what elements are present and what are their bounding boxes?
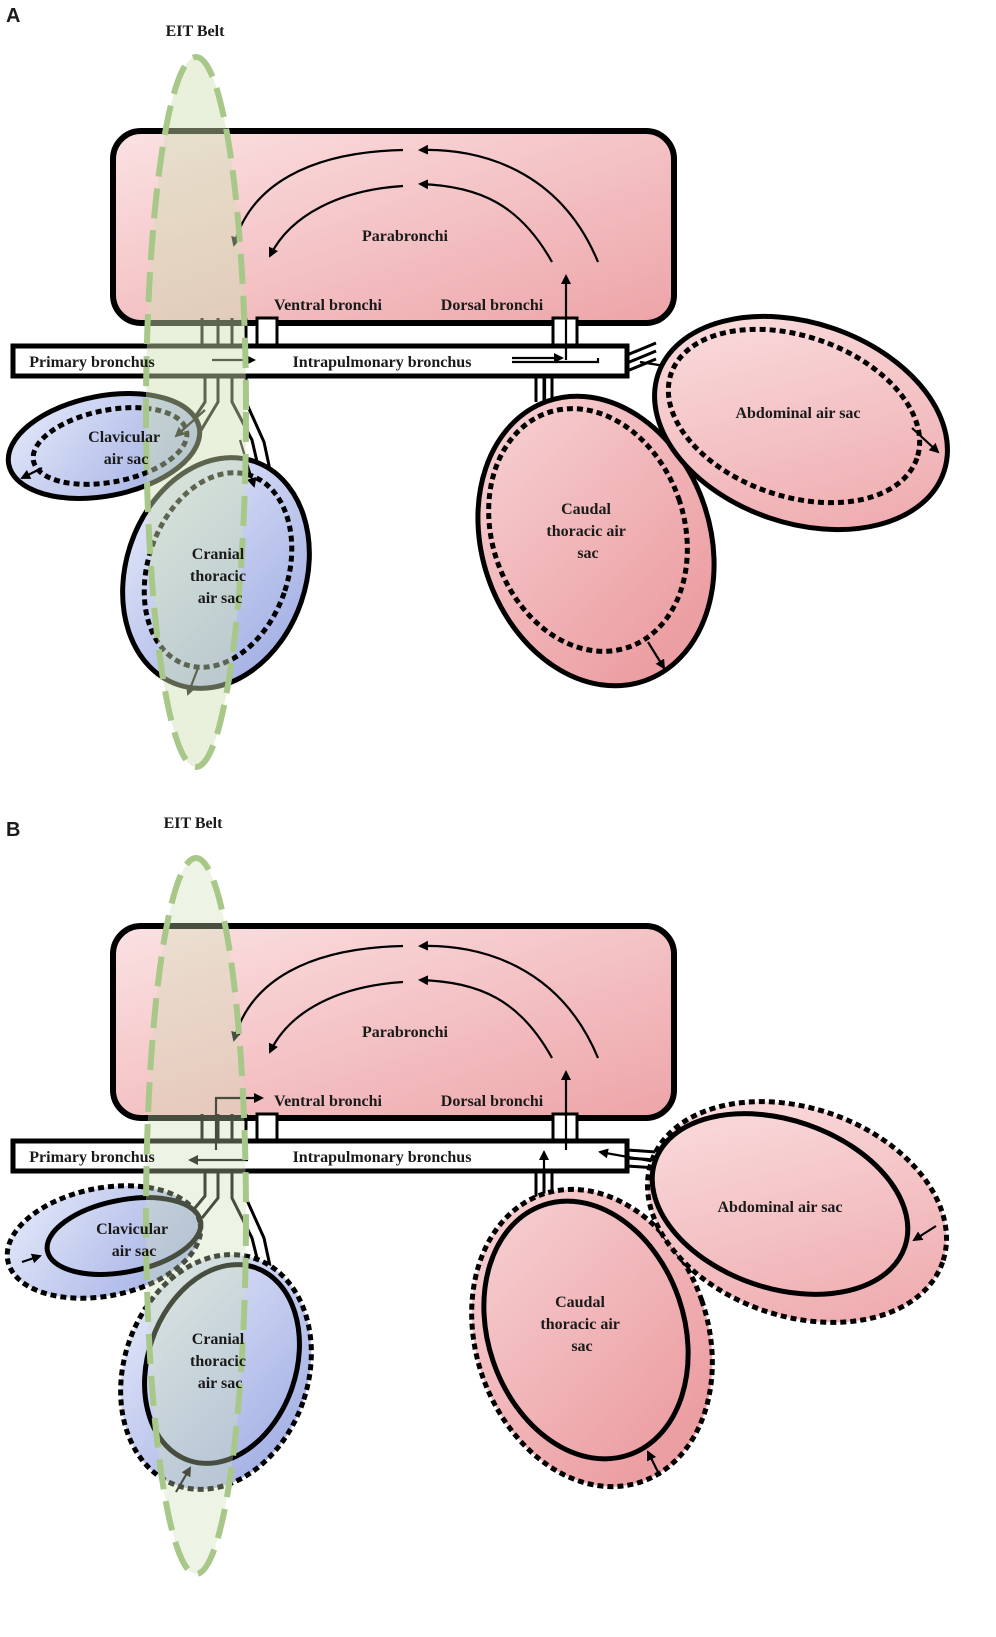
abdominal-connector — [626, 341, 657, 373]
caudal-thoracic-label-line: thoracic air — [546, 523, 625, 540]
ventral-bronchi-stub — [255, 1112, 279, 1143]
clavicular-label: Clavicular air sac — [96, 1221, 172, 1260]
caudal-thoracic-dashed-path — [486, 406, 690, 654]
abdominal-outflow-arrow — [911, 427, 940, 454]
parabronchi-flow-arrow — [231, 148, 404, 247]
eit-belt — [143, 54, 249, 770]
parabronchi-flow-arrow — [418, 179, 553, 263]
caudal-thoracic-label-line: Caudal — [561, 501, 611, 518]
ventral-bronchi-label: Ventral bronchi — [274, 1093, 383, 1110]
caudal-thoracic-label: Caudal thoracic air sac — [540, 1294, 623, 1355]
parabronchi-flow-arrow — [418, 975, 553, 1059]
cranial-thoracic-label-line: air sac — [198, 1375, 243, 1392]
ventral-bronchi-tube — [200, 318, 248, 346]
clavicular-label-line: Clavicular — [96, 1221, 168, 1238]
caudal-thoracic-label-line: thoracic air — [540, 1316, 619, 1333]
caudal-thoracic-air-sac — [469, 1186, 715, 1490]
caudal-outflow-arrow — [647, 641, 666, 670]
clavicular-label-line: air sac — [104, 451, 149, 468]
abdominal-inflow-arrow — [912, 1225, 937, 1242]
caudal-inflow-arrow — [647, 1450, 661, 1477]
cranial-thoracic-label: Cranial thoracic air sac — [190, 546, 250, 607]
cranial-inflow-arrow — [175, 1466, 192, 1493]
caudal-thoracic-label-line: Caudal — [555, 1294, 605, 1311]
clavicular-outflow-arrow — [174, 409, 206, 438]
cranial-connector — [188, 1171, 272, 1267]
ventral-flow-arrow — [214, 1093, 264, 1150]
clavicular-label-line: Clavicular — [88, 429, 160, 446]
parabronchi-flow-arrow — [231, 944, 404, 1042]
parabronchi-box — [110, 128, 677, 326]
caudal-thoracic-label-line: sac — [577, 545, 598, 562]
cranial-thoracic-air-sac — [118, 1252, 314, 1492]
clavicular-inflow-arrow — [21, 1253, 42, 1264]
cranial-thoracic-label-line: thoracic — [190, 568, 246, 585]
parabronchi-flow-arrow — [269, 184, 404, 258]
bronchus-flow-arrow — [512, 358, 600, 364]
cranial-connector — [186, 376, 272, 471]
panel-letter-a: A — [6, 5, 20, 27]
bronchus-tube — [10, 343, 630, 379]
panel-letter-b: B — [6, 819, 20, 841]
dorsal-bronchi-label: Dorsal bronchi — [441, 1093, 544, 1110]
parabronchi-label: Parabronchi — [362, 228, 448, 245]
eit-belt-label: EIT Belt — [166, 23, 226, 40]
parabronchi-label: Parabronchi — [362, 1024, 448, 1041]
intrapulmonary-bronchus-label: Intrapulmonary bronchus — [293, 1149, 472, 1166]
primary-bronchus-label: Primary bronchus — [29, 354, 154, 371]
panel-a: A — [5, 5, 950, 770]
cranial-outflow-arrow — [186, 667, 200, 696]
abdominal-label: Abdominal air sac — [735, 405, 860, 422]
eit-belt-label: EIT Belt — [164, 815, 224, 832]
abdominal-dashed-path — [665, 326, 923, 506]
primary-bronchus-label: Primary bronchus — [29, 1149, 154, 1166]
dorsal-bronchi-label: Dorsal bronchi — [441, 297, 544, 314]
clavicular-air-sac — [5, 391, 203, 501]
clavicular-outflow-arrow — [20, 467, 43, 479]
parabronchi-box — [110, 923, 677, 1121]
caudal-thoracic-solid-path — [481, 1198, 691, 1462]
clavicular-label-line: air sac — [112, 1243, 157, 1260]
cranial-thoracic-label: Cranial thoracic air sac — [190, 1331, 250, 1392]
clavicular-label: Clavicular air sac — [88, 429, 164, 468]
panel-b: B — [4, 815, 949, 1577]
clavicular-solid-path — [44, 1195, 204, 1277]
parabronchi-flow-arrow — [268, 980, 404, 1054]
parabronchi-flow-arrow — [418, 940, 600, 1059]
eit-belt — [143, 855, 249, 1577]
ventral-bronchi-label: Ventral bronchi — [274, 297, 383, 314]
abdominal-air-sac — [645, 1099, 949, 1325]
cranial-thoracic-label-line: Cranial — [192, 546, 245, 563]
ventral-bronchi-stub — [255, 316, 279, 348]
cranial-thoracic-label-line: air sac — [198, 590, 243, 607]
cranial-thoracic-label-line: Cranial — [192, 1331, 245, 1348]
abdominal-label: Abdominal air sac — [717, 1199, 842, 1216]
abdominal-solid-path — [649, 1111, 911, 1297]
cranial-thoracic-label-line: thoracic — [190, 1353, 246, 1370]
caudal-thoracic-label: Caudal thoracic air sac — [546, 501, 629, 562]
ventral-bronchi-tube — [200, 1114, 248, 1141]
caudal-thoracic-air-sac — [475, 393, 717, 689]
caudal-thoracic-label-line: sac — [571, 1338, 592, 1355]
intrapulmonary-bronchus-label: Intrapulmonary bronchus — [293, 354, 472, 371]
parabronchi-flow-arrow — [418, 144, 600, 263]
clavicular-dashed-path — [30, 405, 190, 487]
